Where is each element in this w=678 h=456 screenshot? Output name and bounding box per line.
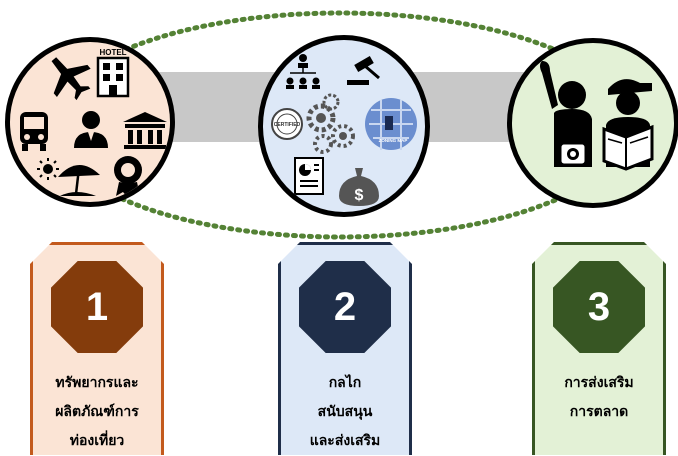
zoning-map-icon: ZONING MAP — [365, 98, 417, 150]
airplane-icon — [51, 57, 91, 101]
tourist-photographer-icon — [540, 61, 592, 167]
step-number-badge-1: 1 — [51, 261, 143, 353]
marketing-circle — [507, 38, 678, 208]
award-badge-icon — [114, 156, 142, 198]
money-bag-icon: $ — [339, 168, 379, 206]
gavel-icon — [347, 56, 380, 85]
support-circle: CERTIFIED ZONING MAP — [258, 35, 430, 217]
step-label-2: กลไก สนับสนุน และส่งเสริม — [309, 375, 381, 449]
certified-text: CERTIFIED — [274, 122, 301, 128]
bus-icon — [20, 112, 48, 151]
report-document-icon — [294, 157, 324, 195]
step-label-1: ทรัพยากรและ ผลิตภัณฑ์การ ท่องเที่ยว — [55, 375, 139, 449]
tourist-map-reader-icon — [602, 79, 654, 171]
dollar-sign: $ — [355, 187, 364, 204]
organization-chart-icon — [286, 54, 320, 89]
businessman-icon — [74, 111, 108, 148]
step-card-2: 2 กลไก สนับสนุน และส่งเสริม — [278, 242, 412, 455]
step-number-badge-3: 3 — [553, 261, 645, 353]
hotel-sign: HOTEL — [99, 48, 126, 57]
zoning-text: ZONING MAP — [379, 138, 408, 143]
gears-icon — [306, 93, 355, 154]
step-label-3: การส่งเสริม การตลาด — [564, 375, 634, 420]
step-card-3: 3 การส่งเสริม การตลาด — [532, 242, 666, 455]
bank-icon — [123, 112, 167, 149]
certified-stamp-icon: CERTIFIED — [271, 108, 303, 140]
resources-circle: HOTEL — [5, 37, 175, 207]
step-card-1: 1 ทรัพยากรและ ผลิตภัณฑ์การ ท่องเที่ยว — [30, 242, 164, 455]
beach-umbrella-icon — [58, 164, 100, 196]
step-number-badge-2: 2 — [299, 261, 391, 353]
sun-icon — [37, 158, 59, 180]
hotel-icon: HOTEL — [96, 48, 130, 98]
